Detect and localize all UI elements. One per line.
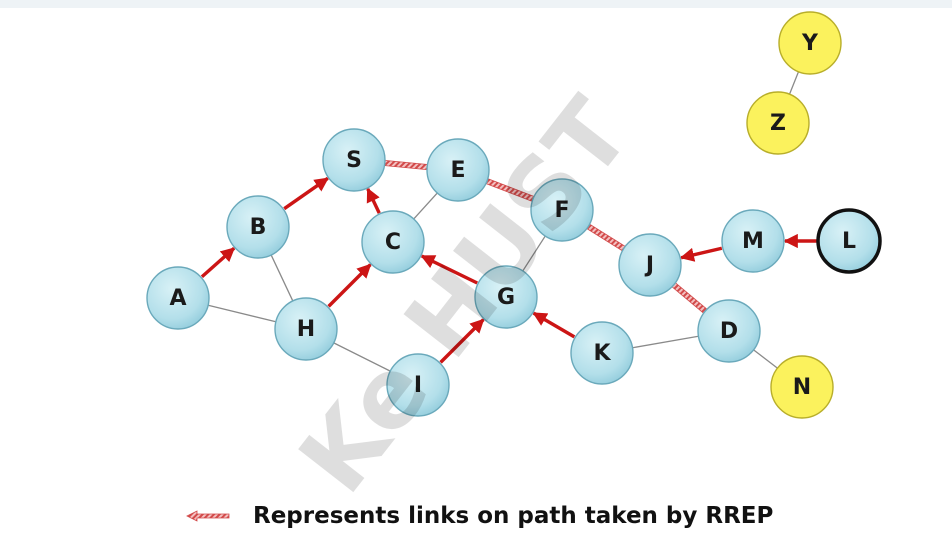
edge-c-s-arrow: [366, 187, 381, 214]
node-i-label: I: [414, 373, 422, 398]
node-g-circle: [474, 265, 538, 329]
node-i: I: [386, 353, 450, 417]
node-c: C: [361, 210, 425, 274]
node-d-label: D: [720, 319, 738, 344]
node-f: F: [530, 178, 594, 242]
node-j: J: [618, 233, 682, 297]
node-z: Z: [746, 91, 810, 155]
node-d: D: [697, 299, 761, 363]
node-layer: A B S E C F H G I K J M L D N Y Z: [146, 11, 882, 419]
node-l: L: [816, 208, 882, 274]
node-j-circle: [618, 233, 682, 297]
node-l-circle: [816, 208, 882, 274]
node-a-label: A: [169, 286, 186, 311]
legend: Represents links on path taken by RREP: [185, 503, 773, 529]
node-j-label: J: [644, 253, 654, 278]
node-n-circle: [770, 355, 834, 419]
node-i-circle: [386, 353, 450, 417]
edge-b-h-link: [270, 254, 294, 302]
node-y-label: Y: [801, 31, 819, 56]
node-b-label: B: [250, 215, 267, 240]
edge-m-j-arrow: [679, 246, 723, 262]
node-l-label: L: [842, 229, 856, 254]
edge-h-i-link: [333, 342, 391, 372]
edge-a-h-link: [207, 304, 277, 323]
node-s-circle: [322, 128, 386, 192]
node-s: S: [322, 128, 386, 192]
node-m-circle: [721, 209, 785, 273]
node-g-label: G: [497, 285, 515, 310]
node-c-label: C: [385, 230, 401, 255]
node-e: E: [426, 138, 490, 202]
node-n-label: N: [793, 375, 811, 400]
edge-g-f-link: [522, 235, 546, 272]
legend-label: Represents links on path taken by RREP: [253, 503, 774, 529]
top-edge-bar: [0, 0, 952, 8]
node-y: Y: [778, 11, 842, 75]
node-z-circle: [746, 91, 810, 155]
node-e-label: E: [450, 158, 465, 183]
node-s-label: S: [346, 148, 362, 173]
node-h-label: H: [297, 317, 315, 342]
node-h-circle: [274, 297, 338, 361]
edge-b-s-arrow: [283, 176, 329, 211]
node-k-circle: [570, 321, 634, 385]
node-m: M: [721, 209, 785, 273]
node-n: N: [770, 355, 834, 419]
edge-i-g-arrow: [439, 318, 485, 364]
edge-d-n-link: [753, 349, 778, 369]
edge-a-b-arrow: [200, 246, 236, 279]
edge-g-c-arrow: [420, 254, 478, 285]
node-f-circle: [530, 178, 594, 242]
node-m-label: M: [742, 229, 764, 254]
node-z-label: Z: [770, 111, 786, 136]
node-a-circle: [146, 266, 210, 330]
node-e-circle: [426, 138, 490, 202]
node-b-circle: [226, 195, 290, 259]
node-f-label: F: [554, 198, 569, 223]
node-g: G: [474, 265, 538, 329]
edge-y-z-link: [788, 71, 800, 95]
node-k: K: [570, 321, 634, 385]
node-k-label: K: [593, 341, 611, 366]
node-h: H: [274, 297, 338, 361]
legend-rrep-link-icon: [186, 510, 230, 522]
node-c-circle: [361, 210, 425, 274]
node-y-circle: [778, 11, 842, 75]
edge-h-c-arrow: [327, 263, 372, 308]
edge-k-g-arrow: [532, 311, 576, 339]
node-d-circle: [697, 299, 761, 363]
node-a: A: [146, 266, 210, 330]
edge-c-e-link: [413, 192, 438, 220]
node-b: B: [226, 195, 290, 259]
edge-k-d-link: [632, 335, 699, 349]
